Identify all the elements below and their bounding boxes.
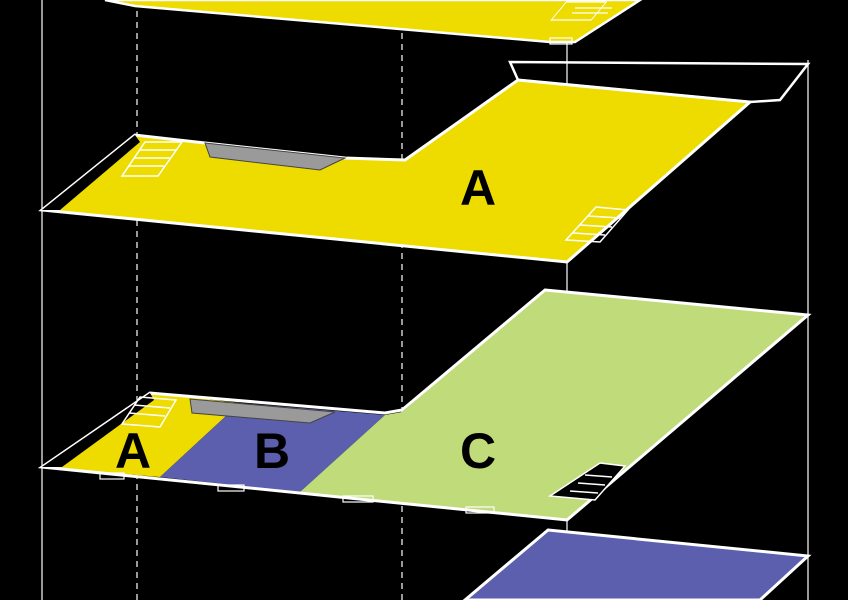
floor-outline — [508, 60, 811, 104]
top-partial-floor — [104, 0, 643, 45]
floor-zone-a — [38, 78, 754, 264]
zone-label-a: A — [115, 423, 151, 479]
stair-icon — [550, 1, 612, 21]
ramp — [204, 142, 347, 171]
zone-label-b: B — [254, 423, 290, 479]
zone-label-a: A — [460, 160, 496, 216]
ramp — [189, 398, 336, 424]
door-markers — [99, 472, 495, 514]
floor-zone-c — [300, 290, 808, 520]
upper-floor: A — [38, 60, 811, 264]
middle-floor: A B C — [37, 288, 812, 522]
structure-lines — [41, 0, 809, 600]
floor-zone-a — [104, 0, 643, 44]
stair-icon — [120, 396, 178, 428]
stair-icon — [564, 206, 630, 243]
floor-zone-b — [462, 528, 812, 600]
floor-edge — [42, 393, 154, 467]
zone-label-c: C — [460, 423, 496, 479]
stair-icon — [120, 141, 184, 177]
floor-zone-b — [160, 403, 385, 492]
floor-zone-a — [42, 393, 240, 477]
stair-icon — [547, 462, 627, 501]
floor-edge — [42, 135, 140, 210]
bottom-partial-floor — [462, 528, 812, 600]
stair-icon — [549, 37, 573, 45]
